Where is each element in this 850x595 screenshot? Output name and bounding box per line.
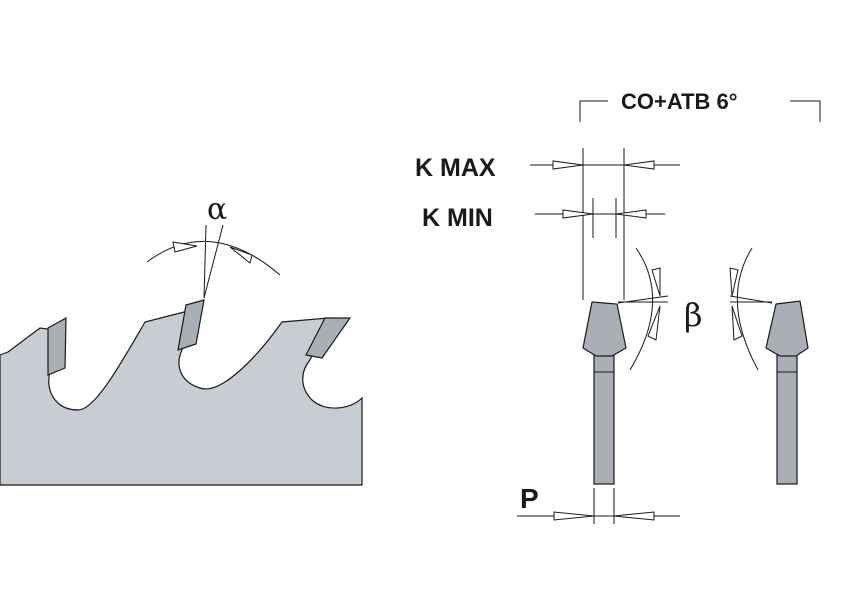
beta-arrow-left-bottom-icon	[647, 305, 661, 341]
beta-angle-marker: β	[617, 247, 773, 371]
bracket-left	[579, 100, 608, 122]
p-label: P	[520, 483, 539, 514]
blade-tooth-2	[177, 299, 205, 351]
beta-arrow-right-top-icon	[729, 267, 739, 297]
alpha-label: α	[207, 192, 227, 227]
beta-arc-right	[736, 247, 759, 371]
p-arrow-left-icon	[553, 511, 595, 521]
grind-type-bracket: CO+ATB 6°	[579, 89, 821, 122]
bracket-right	[790, 100, 821, 122]
tooth-left-tip	[582, 301, 627, 357]
kmax-label: K MAX	[415, 154, 496, 182]
alpha-arrow-left-icon	[172, 241, 198, 253]
tooth-right-tip	[765, 300, 809, 357]
tooth-front-left	[582, 301, 627, 485]
p-dimension: P	[517, 483, 680, 524]
blade-body	[0, 309, 363, 486]
alpha-radial-line	[203, 224, 207, 299]
kmax-arrow-right-icon	[623, 160, 655, 170]
beta-arc-left	[629, 247, 653, 371]
grind-type-label: CO+ATB 6°	[621, 89, 738, 114]
kmin-arrow-left-icon	[562, 209, 594, 219]
beta-arrow-right-bottom-icon	[731, 305, 743, 341]
beta-line-left-slope	[617, 295, 669, 304]
kmin-dimension: K MIN	[422, 198, 665, 238]
alpha-arc	[146, 240, 281, 276]
beta-label: β	[684, 296, 703, 334]
tooth-front-right	[765, 300, 809, 485]
blade-side-view	[0, 299, 363, 486]
kmax-dimension: K MAX	[415, 148, 680, 300]
kmax-arrow-left-icon	[552, 160, 584, 170]
kmin-arrow-right-icon	[615, 209, 647, 219]
p-arrow-right-icon	[613, 511, 655, 521]
kmin-label: K MIN	[422, 204, 493, 232]
blade-tooth-3	[305, 317, 352, 359]
alpha-angle-marker: α	[146, 192, 281, 299]
blade-tooth-1	[47, 316, 67, 376]
alpha-arrow-right-icon	[229, 246, 253, 264]
alpha-rake-line	[203, 224, 224, 299]
beta-arrow-left-top-icon	[651, 267, 661, 297]
